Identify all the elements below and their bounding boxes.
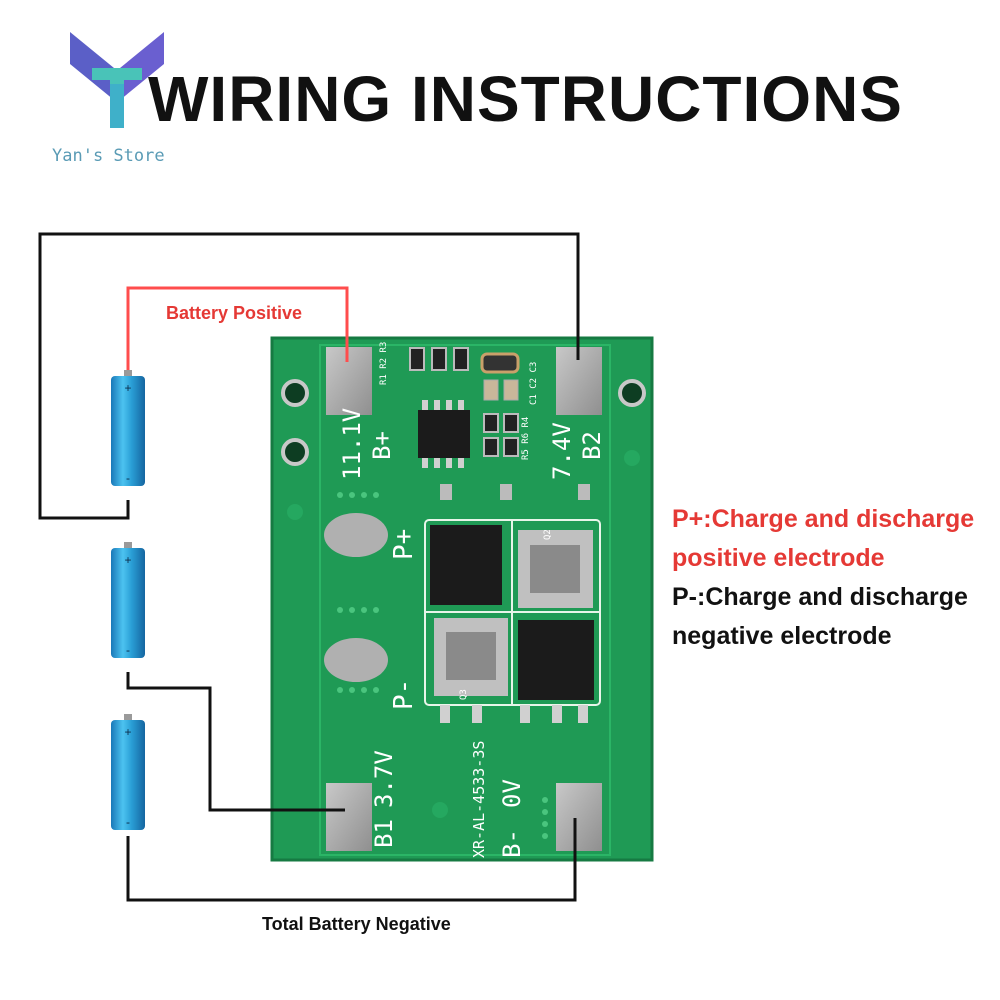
pad-b-minus — [556, 783, 602, 851]
wire-battery-positive — [126, 286, 349, 372]
battery-cell-3: + - — [111, 714, 145, 830]
battery-3-minus: - — [126, 815, 130, 829]
p-minus-line-2: negative electrode — [672, 622, 892, 650]
pin-description: P+:Charge and discharge positive electro… — [672, 500, 992, 656]
wire-b1 — [126, 672, 345, 812]
label-b-minus: B- — [498, 829, 526, 858]
battery-1-plus: + — [124, 381, 131, 395]
label-b1: B1 — [370, 819, 398, 848]
battery-1-minus: - — [126, 471, 130, 485]
ic-chip — [418, 400, 470, 468]
brand-name: Yan's Store — [52, 146, 165, 166]
label-11-1v: 11.1V — [338, 408, 366, 480]
p-plus-line-1: P+:Charge and discharge — [672, 505, 975, 533]
store-logo — [70, 32, 164, 128]
label-r: R1 R2 R3 — [379, 342, 389, 385]
page-title: WIRING INSTRUCTIONS — [148, 63, 903, 135]
label-q3: Q3 — [459, 689, 469, 700]
battery-positive-label: Battery Positive — [166, 303, 302, 323]
battery-cell-1: + - — [111, 370, 145, 486]
wire-total-negative — [126, 818, 577, 902]
label-7-4v: 7.4V — [548, 422, 576, 480]
pcb-board — [270, 336, 654, 862]
label-p-plus: P+ — [389, 529, 419, 560]
battery-3-plus: + — [124, 725, 131, 739]
p-plus-line-2: positive electrode — [672, 544, 885, 572]
smd-components — [409, 347, 590, 500]
label-r2: R5 R6 R4 — [521, 417, 531, 460]
label-c: C1 C2 C3 — [529, 362, 539, 405]
mosfets — [430, 525, 594, 723]
pcb-silkscreen: 11.1V B+ 7.4V B2 P+ P- B1 3.7V B- 0V XR-… — [338, 342, 606, 858]
label-3-7v: 3.7V — [370, 750, 398, 808]
label-b-plus: B+ — [368, 431, 396, 460]
label-b2: B2 — [578, 431, 606, 460]
pad-b-plus — [326, 347, 372, 415]
battery-2-minus: - — [126, 643, 130, 657]
p-minus-line-1: P-:Charge and discharge — [672, 583, 968, 611]
battery-2-plus: + — [124, 553, 131, 567]
label-p-minus: P- — [389, 679, 419, 710]
label-model: XR-AL-4533-3S — [470, 741, 488, 858]
label-q2: Q2 — [543, 529, 553, 540]
total-negative-label: Total Battery Negative — [262, 914, 451, 934]
wire-b2 — [38, 232, 580, 520]
pad-b1 — [326, 783, 372, 851]
battery-cell-2: + - — [111, 542, 145, 658]
wires — [38, 232, 580, 902]
label-0v: 0V — [498, 779, 526, 808]
